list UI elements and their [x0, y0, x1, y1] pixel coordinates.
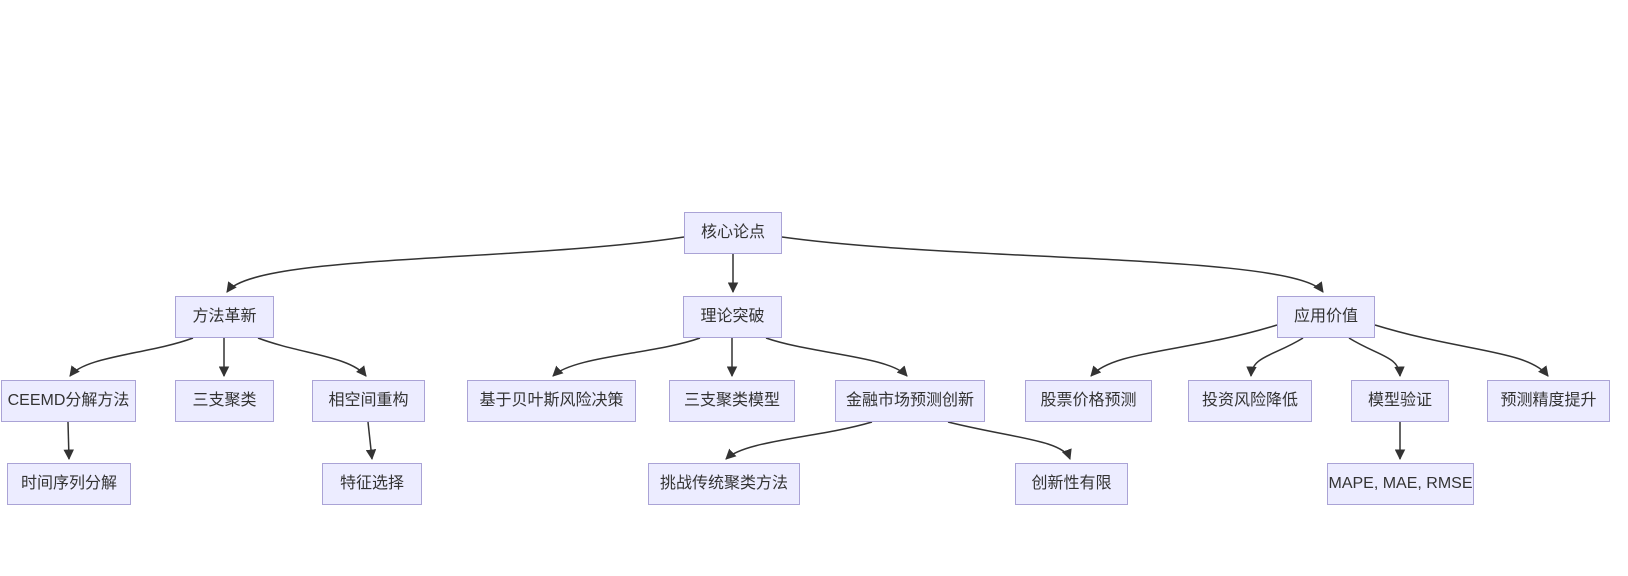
node-core: 核心论点: [684, 212, 782, 254]
edge-application-invest: [1246, 337, 1304, 378]
edge-core-method: [226, 236, 685, 293]
edge-theory-bayes: [552, 337, 701, 377]
node-mape: MAPE, MAE, RMSE: [1327, 463, 1474, 505]
node-threemodel: 三支聚类模型: [669, 380, 795, 422]
node-label-finance: 金融市场预测创新: [845, 392, 974, 409]
node-label-theory: 理论突破: [700, 308, 765, 325]
edges-group: [63, 236, 1549, 461]
edge-application-precision: [1374, 324, 1549, 377]
node-precision: 预测精度提升: [1487, 380, 1610, 422]
node-label-threemodel: 三支聚类模型: [683, 392, 780, 409]
node-method: 方法革新: [175, 296, 274, 338]
node-label-application: 应用价值: [1293, 308, 1358, 325]
node-label-mape: MAPE, MAE, RMSE: [1328, 475, 1473, 492]
edge-application-stock: [1090, 324, 1278, 377]
node-invest: 投资风险降低: [1188, 380, 1312, 422]
node-label-limited: 创新性有限: [1031, 475, 1112, 492]
node-stock: 股票价格预测: [1025, 380, 1152, 422]
node-label-ceemd: CEEMD分解方法: [7, 392, 130, 409]
node-label-bayes: 基于贝叶斯风险决策: [479, 392, 624, 409]
node-model: 模型验证: [1351, 380, 1449, 422]
node-label-precision: 预测精度提升: [1500, 392, 1597, 409]
node-label-challenge: 挑战传统聚类方法: [659, 475, 788, 492]
node-finance: 金融市场预测创新: [835, 380, 985, 422]
edge-method-phase: [257, 337, 367, 377]
edge-phase-feature: [365, 421, 377, 461]
node-feature: 特征选择: [322, 463, 422, 505]
node-label-timeseries: 时间序列分解: [20, 475, 117, 492]
edge-finance-challenge: [725, 421, 873, 460]
edge-finance-limited: [947, 421, 1072, 460]
node-theory: 理论突破: [683, 296, 782, 338]
edge-core-application: [781, 236, 1324, 293]
edge-application-model: [1348, 337, 1405, 378]
node-limited: 创新性有限: [1015, 463, 1128, 505]
edge-theory-finance: [765, 337, 908, 377]
node-challenge: 挑战传统聚类方法: [648, 463, 800, 505]
node-phase: 相空间重构: [312, 380, 425, 422]
node-label-method: 方法革新: [192, 308, 257, 325]
node-application: 应用价值: [1277, 296, 1375, 338]
node-label-threeway: 三支聚类: [192, 392, 257, 409]
node-label-phase: 相空间重构: [328, 392, 409, 409]
node-label-feature: 特征选择: [339, 475, 404, 492]
node-threeway: 三支聚类: [175, 380, 274, 422]
edge-method-ceemd: [69, 337, 194, 377]
node-ceemd: CEEMD分解方法: [1, 380, 136, 422]
node-label-invest: 投资风险降低: [1201, 392, 1298, 409]
node-bayes: 基于贝叶斯风险决策: [467, 380, 636, 422]
node-label-model: 模型验证: [1367, 392, 1432, 409]
node-label-core: 核心论点: [700, 224, 765, 241]
node-timeseries: 时间序列分解: [7, 463, 131, 505]
node-label-stock: 股票价格预测: [1040, 392, 1137, 409]
edge-ceemd-timeseries: [63, 421, 74, 461]
